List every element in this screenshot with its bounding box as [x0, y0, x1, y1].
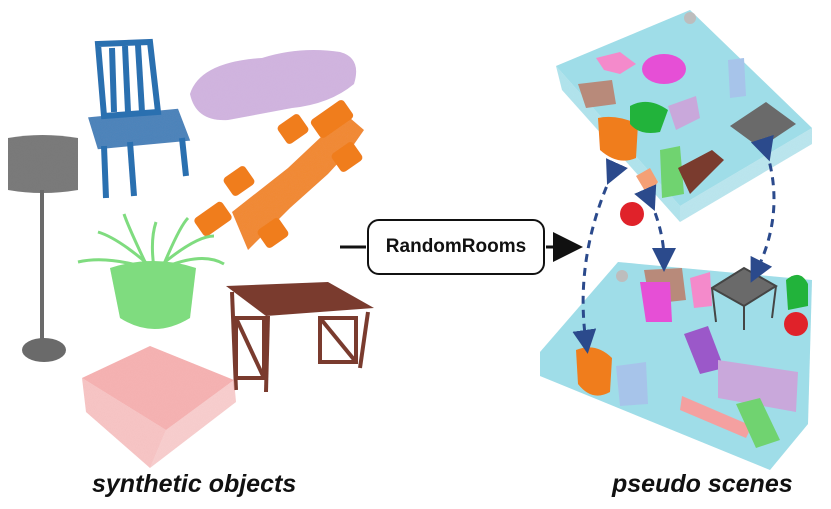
point-cloud-plant: [77, 213, 225, 329]
caption-synthetic-objects: synthetic objects: [92, 470, 297, 498]
point-cloud-lamp: [8, 135, 78, 362]
correspondence-arrows: [572, 134, 776, 354]
point-cloud-scene-bottom: [540, 262, 812, 470]
method-label: RandomRooms: [385, 236, 527, 257]
method-box: RandomRooms: [367, 219, 545, 275]
caption-pseudo-scenes: pseudo scenes: [612, 470, 793, 498]
point-cloud-scene-top: [556, 10, 812, 226]
point-cloud-bed: [82, 346, 236, 468]
point-cloud-chair: [88, 38, 191, 199]
point-cloud-table: [226, 282, 374, 393]
point-cloud-racecar: [194, 100, 364, 250]
point-cloud-car: [190, 50, 357, 121]
